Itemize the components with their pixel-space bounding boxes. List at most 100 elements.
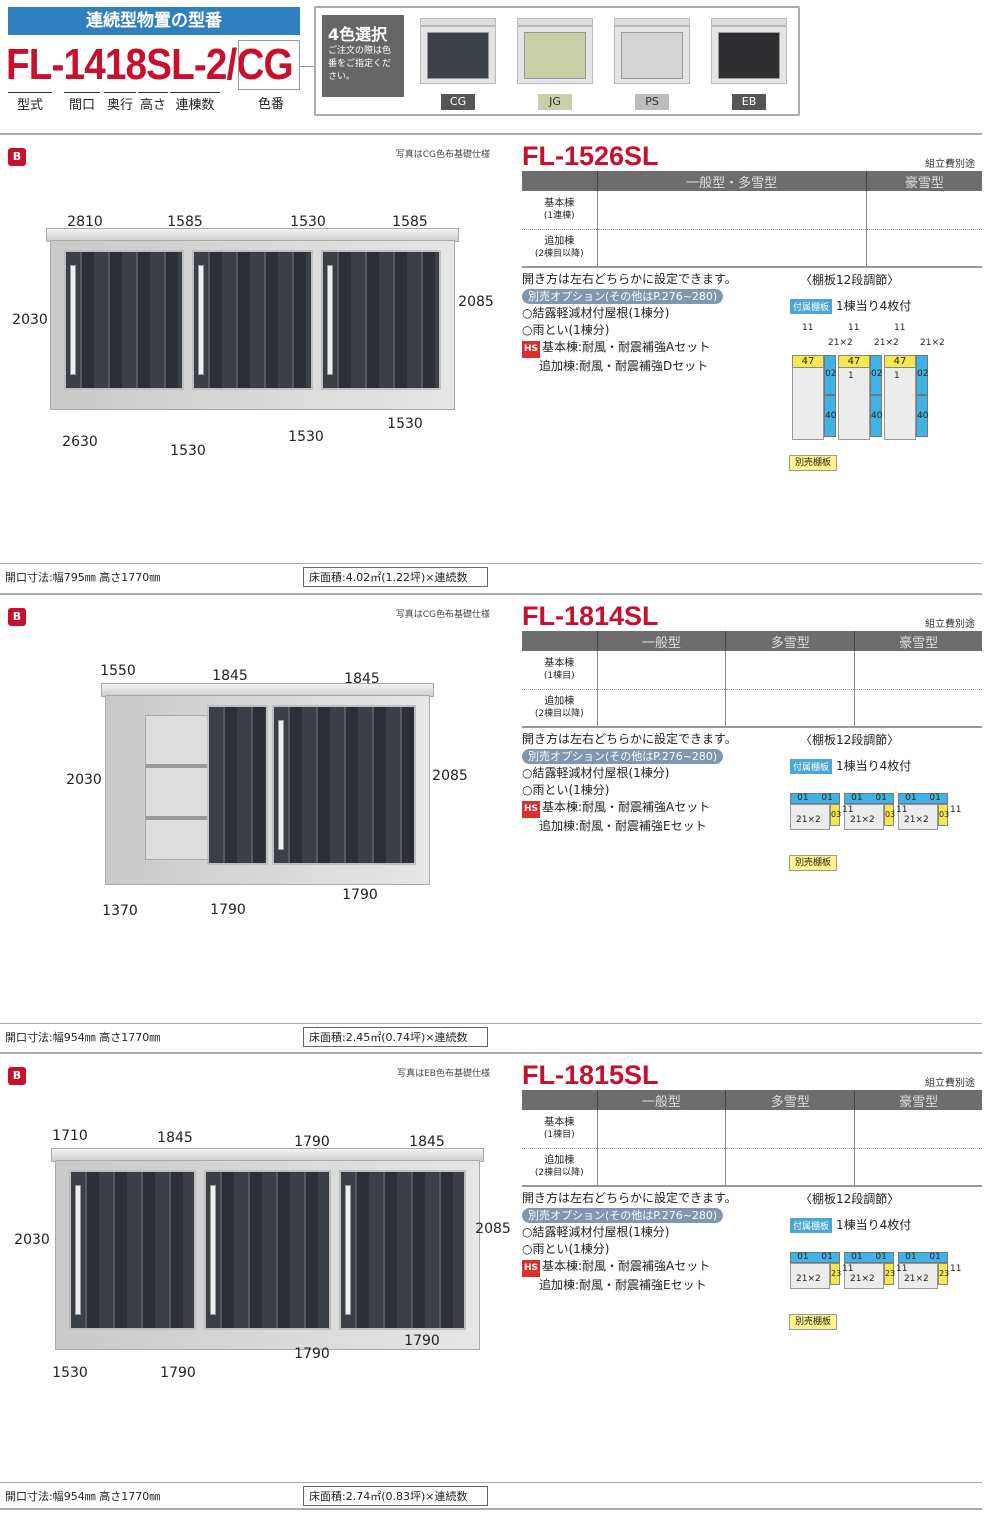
- color-swatch-cg[interactable]: [420, 18, 496, 93]
- product-title: FL-1814SL: [522, 601, 659, 631]
- table-header: 多雪型: [725, 1090, 855, 1110]
- shelf-unit: [790, 1263, 830, 1289]
- dimension-label: 1585: [167, 214, 203, 230]
- table-header: 一般型: [596, 1090, 726, 1110]
- dimension-label: 1530: [290, 214, 326, 230]
- floor-area: 床面積:2.74㎡(0.83坪)×連続数: [303, 1486, 488, 1506]
- table-header: 豪雪型: [854, 631, 982, 651]
- color-code-label: EB: [732, 94, 766, 110]
- shelf-dim-label: 21×2: [828, 338, 853, 348]
- price-cell: [596, 651, 726, 690]
- options-block: 開き方は左右どちらかに設定できます。別売オプション(その他はP.276~280)…: [522, 731, 782, 835]
- price-cell: [596, 191, 867, 230]
- assembly-note: 組立費別途: [925, 1078, 975, 1089]
- table-header: 豪雪型: [865, 171, 982, 191]
- footer-line: [0, 1482, 982, 1483]
- shelf-dim-label: 21×2: [874, 338, 899, 348]
- row-label-sub: (2棟目以降): [534, 708, 584, 719]
- shed-door: [271, 705, 416, 865]
- shelf-dim-label: 11: [896, 805, 908, 815]
- dimension-label: 1530: [170, 443, 206, 459]
- photo-note: 写真はCG色布基礎仕様: [395, 610, 490, 620]
- color-swatch-eb[interactable]: [711, 18, 787, 93]
- swatch-body: [517, 26, 593, 84]
- option-roof: ○結露軽減材付屋根(1棟分): [522, 306, 670, 320]
- shelf-dim-label: 21×2: [850, 815, 875, 825]
- price-cell: [725, 689, 855, 728]
- price-cell: [596, 229, 867, 268]
- row-label: 基本棟(1棟目): [522, 651, 597, 690]
- dimension-label: 2630: [62, 434, 98, 450]
- dimension-label: 1845: [157, 1130, 193, 1146]
- row-label-sub: (2棟目以降): [534, 248, 584, 259]
- shelf-top-board: 47: [884, 355, 916, 368]
- color-code-label: JG: [538, 94, 572, 110]
- shelf-top-board: 47: [838, 355, 870, 368]
- row-label: 基本棟(1棟目): [522, 1110, 597, 1149]
- swatch-door: [718, 32, 780, 79]
- row-label-sub: (1棟目): [543, 1129, 575, 1140]
- shelf-dim-label: 21×2: [796, 815, 821, 825]
- dimension-label: 2085: [432, 768, 468, 784]
- option-gutter: ○雨とい(1棟分): [522, 323, 610, 337]
- table-header: [522, 171, 597, 191]
- row-label-main: 追加棟: [544, 235, 575, 247]
- shed-door: [69, 1170, 196, 1330]
- section-divider: [0, 133, 982, 135]
- opening-size: 開口寸法:幅795㎜ 高さ1770㎜: [5, 571, 161, 584]
- shelf-dim-label: 11: [950, 805, 962, 815]
- hs-icon: HS: [522, 341, 541, 358]
- options-block: 開き方は左右どちらかに設定できます。別売オプション(その他はP.276~280)…: [522, 271, 782, 375]
- price-cell: [725, 651, 855, 690]
- shelf-count: 1棟当り4枚付: [836, 1218, 912, 1232]
- options-block: 開き方は左右どちらかに設定できます。別売オプション(その他はP.276~280)…: [522, 1190, 782, 1294]
- table-header-row: 一般型多雪型豪雪型: [522, 631, 982, 651]
- color-swatch-ps[interactable]: [614, 18, 690, 93]
- table-header-row: 一般型多雪型豪雪型: [522, 1090, 982, 1110]
- option-pill: 別売オプション(その他はP.276~280): [522, 749, 724, 764]
- dimension-label: 1710: [52, 1128, 88, 1144]
- hs-icon: HS: [522, 1260, 541, 1277]
- dimension-label: 1530: [387, 416, 423, 432]
- product-title: FL-1815SL: [522, 1060, 659, 1090]
- color-count-box: 4色選択ご注文の際は色番をご指定ください。: [322, 15, 404, 97]
- shelf-top-board: 01 01: [898, 793, 948, 804]
- door-handle: [70, 265, 76, 375]
- swatch-body: [711, 26, 787, 84]
- floor-area: 床面積:2.45㎡(0.74坪)×連続数: [303, 1027, 488, 1047]
- table-row: 追加棟(2棟目以降): [522, 229, 982, 268]
- shed-door: [339, 1170, 466, 1330]
- shelf-side-top: 02: [916, 355, 928, 395]
- shelf-side-board: 23: [830, 1263, 841, 1285]
- color-code-label: PS: [635, 94, 669, 110]
- swatch-roof: [711, 18, 787, 26]
- shelf-top-board: 01 01: [790, 1252, 840, 1263]
- door-handle: [210, 1185, 216, 1315]
- shelf-count: 1棟当り4枚付: [836, 759, 912, 773]
- shelf-top-board: 01 01: [844, 793, 894, 804]
- dimension-label: 1790: [404, 1333, 440, 1349]
- reinforce-base-text: 基本棟:耐風・耐震補強Aセット: [542, 800, 711, 814]
- reinforce-add: 追加棟:耐風・耐震補強Eセット: [539, 819, 707, 833]
- row-label: 基本棟(1連棟): [522, 191, 597, 230]
- price-cell: [865, 191, 982, 230]
- shelf-dim-label: 11: [894, 323, 906, 333]
- price-cell: [854, 651, 982, 690]
- color-swatch-jg[interactable]: [517, 18, 593, 93]
- table-header: 豪雪型: [854, 1090, 982, 1110]
- color-count-title: 4色選択: [328, 25, 388, 44]
- table-header: 多雪型: [725, 631, 855, 651]
- dimension-label: 1530: [288, 429, 324, 445]
- dimension-label: 1845: [409, 1134, 445, 1150]
- dimension-label: 1585: [392, 214, 428, 230]
- table-row: 追加棟(2棟目以降): [522, 1148, 982, 1187]
- opening-size: 開口寸法:幅954㎜ 高さ1770㎜: [5, 1031, 161, 1044]
- opening-direction: 開き方は左右どちらかに設定できます。: [522, 732, 737, 746]
- shelf-top-board: 01 01: [898, 1252, 948, 1263]
- shelf-dim-label: 11: [950, 1264, 962, 1274]
- row-label: 追加棟(2棟目以降): [522, 1148, 597, 1187]
- shed-door: [192, 250, 313, 390]
